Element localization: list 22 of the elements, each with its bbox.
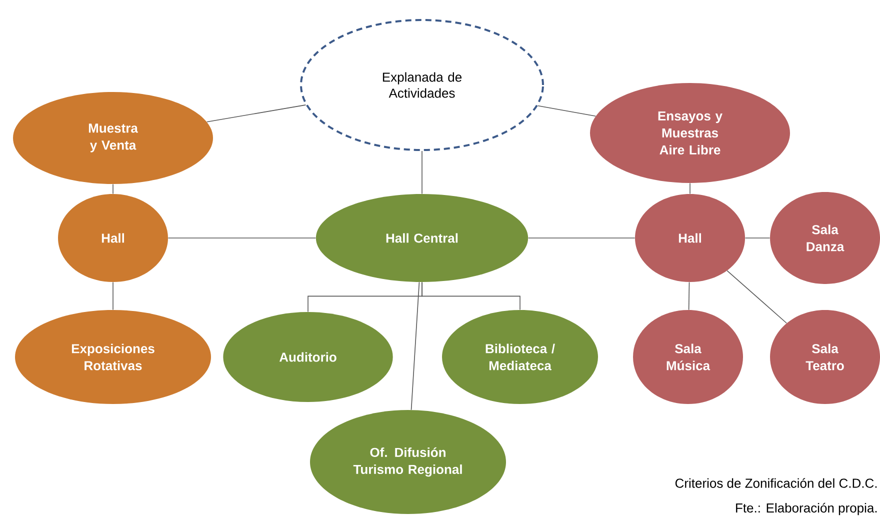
- ellipse-node: Hall: [58, 194, 168, 282]
- connector-line: [688, 282, 690, 310]
- ellipse-node: Hall: [635, 194, 745, 282]
- connector-line: [422, 282, 520, 310]
- connector-line: [410, 282, 420, 410]
- ellipse-node: Sala Música: [633, 310, 743, 404]
- ellipse-node: Auditorio: [223, 312, 393, 402]
- ellipse-node: Hall Central: [316, 194, 528, 282]
- source-note: Fte.: Elaboración propia.: [736, 502, 877, 516]
- connector-line: [726, 270, 787, 324]
- ellipse-node: Sala Teatro: [770, 310, 880, 404]
- ellipse-node: Of. Difusión Turismo Regional: [310, 410, 506, 514]
- ellipse-node: Muestra y Venta: [13, 92, 213, 184]
- connector-line: [112, 282, 114, 310]
- ellipse-node: Sala Danza: [770, 192, 880, 284]
- connector-line: [206, 104, 306, 122]
- ellipse-node: Exposiciones Rotativas: [15, 310, 211, 404]
- caption: Criterios de Zonificación del C.D.C.: [675, 478, 877, 488]
- ellipse-node: Ensayos y Muestras Aire Libre: [590, 83, 790, 183]
- ellipse-node: Biblioteca / Mediateca: [442, 310, 598, 404]
- connector-line: [537, 105, 596, 116]
- connector-line: [112, 184, 114, 194]
